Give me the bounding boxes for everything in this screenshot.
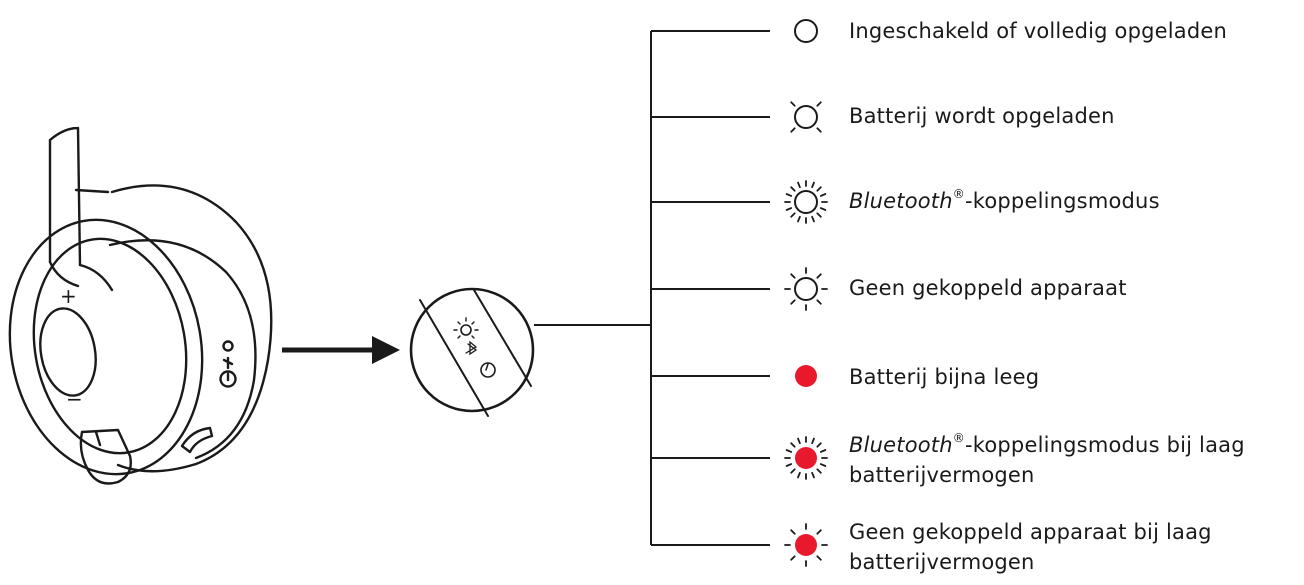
- legend-icons: [651, 19, 828, 567]
- led-blink-icon: [651, 267, 828, 311]
- legend-label-5: Batterij bijna leeg: [849, 365, 1040, 389]
- led-slow-pulse-icon: [651, 101, 822, 133]
- volume-up-symbol: +: [60, 284, 77, 308]
- legend-label-1: Ingeschakeld of volledig opgeladen: [849, 19, 1228, 43]
- bluetooth-brand-text: Bluetooth: [849, 433, 953, 457]
- zoomed-led-detail: [409, 287, 535, 417]
- ear-cushion: [110, 184, 273, 473]
- bluetooth-brand-text: Bluetooth: [849, 189, 953, 213]
- mic-boom: [79, 428, 132, 485]
- led-red-fast-blink-icon: [651, 436, 828, 480]
- detail-led-icon: [460, 324, 472, 336]
- legend-bracket: [534, 31, 652, 545]
- headset-illustration: [8, 126, 273, 485]
- registered-mark: ®: [952, 187, 965, 201]
- led-fast-blink-icon: [651, 180, 828, 224]
- detail-bluetooth-icon: [465, 340, 478, 356]
- led-off-ring-icon: [651, 19, 818, 43]
- legend-label-4: Geen gekoppeld apparaat: [849, 276, 1127, 300]
- legend-label-3: Bluetooth®-koppelingsmodus: [849, 187, 1160, 213]
- led-red-blink-icon: [651, 523, 828, 567]
- volume-down-symbol: −: [66, 387, 83, 411]
- detail-power-icon: [480, 362, 496, 378]
- registered-mark: ®: [952, 431, 965, 445]
- center-button: [39, 307, 97, 397]
- led-solid-red-icon: [651, 365, 817, 387]
- charging-port: [180, 426, 214, 454]
- legend-label-2: Batterij wordt opgeladen: [849, 104, 1115, 128]
- led-indicator: [222, 340, 234, 352]
- power-button: [219, 370, 237, 388]
- arrow-icon: [282, 336, 400, 364]
